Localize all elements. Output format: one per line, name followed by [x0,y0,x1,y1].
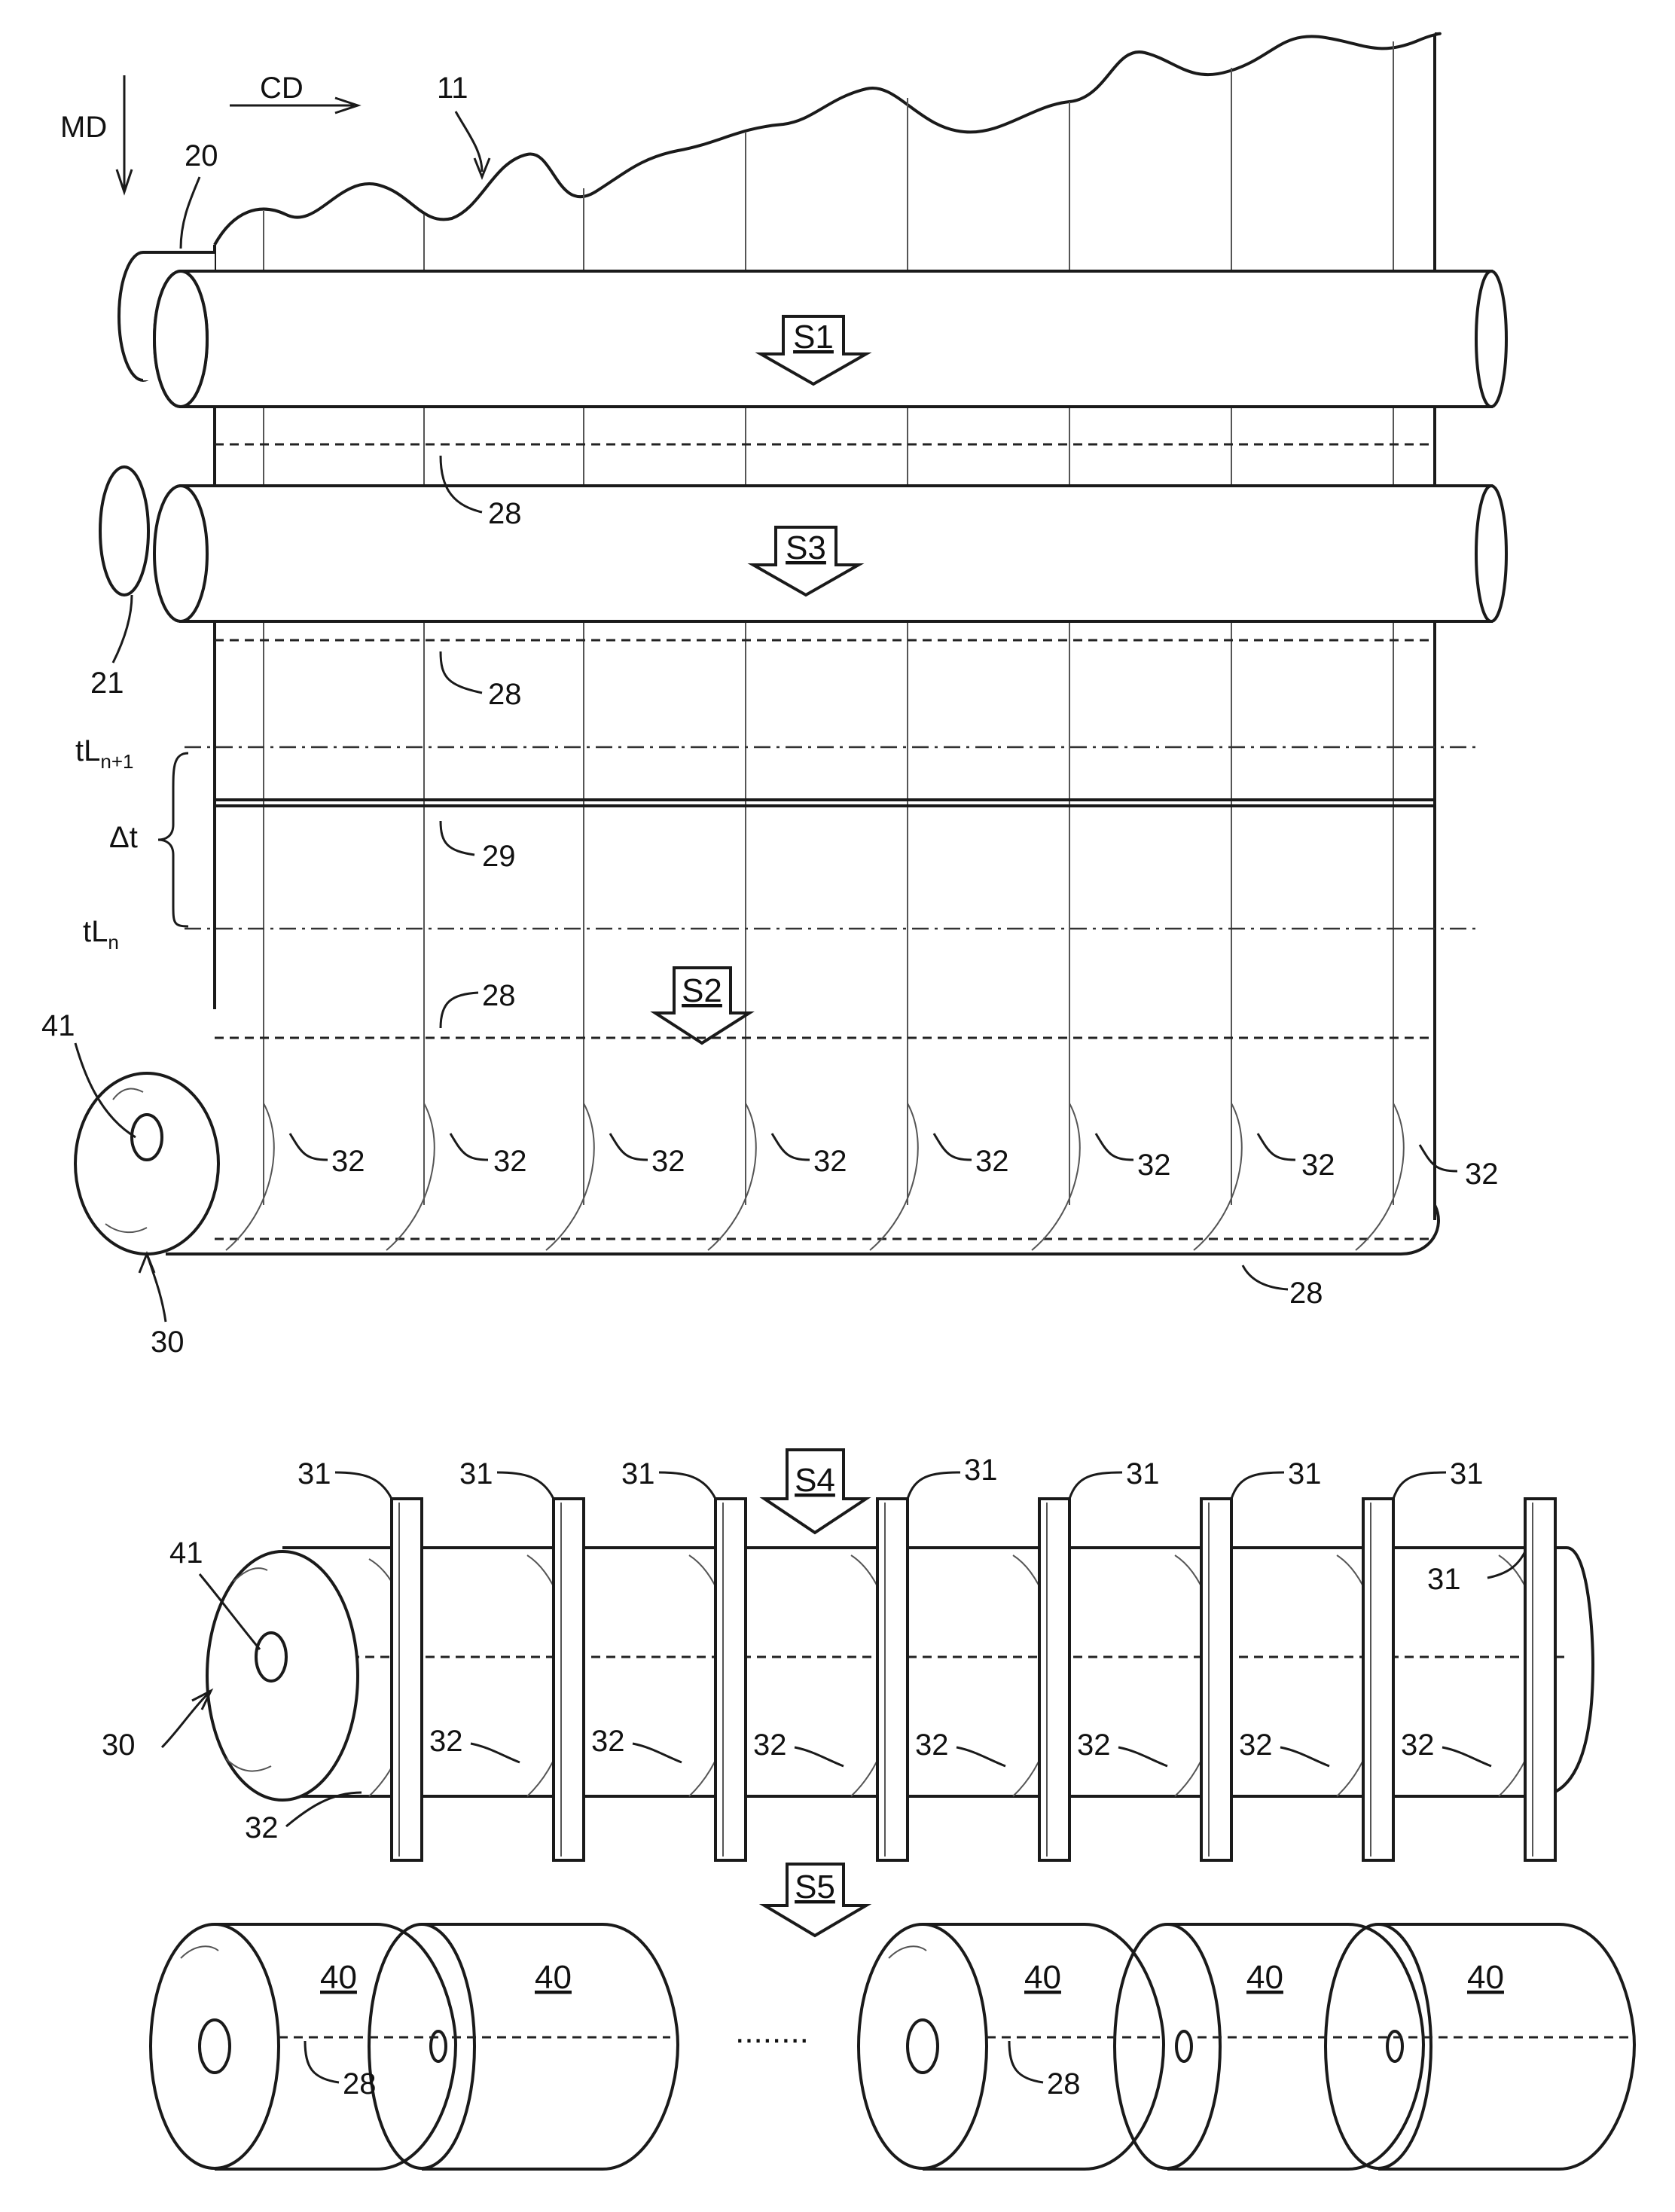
label-31-2: 31 [459,1457,493,1490]
saw-1 [392,1499,422,1860]
label-28-a: 28 [488,497,522,530]
saw-4 [877,1499,908,1860]
label-32-t2: 32 [493,1145,527,1178]
label-28-f: 28 [1047,2067,1081,2101]
cd-direction: CD [230,72,358,113]
saw-8 [1525,1499,1555,1860]
label-41-mid: 41 [169,1536,203,1570]
ellipsis: ........ [735,2013,809,2050]
step-s1-label: S1 [793,319,834,355]
arrow-s5: S5 [764,1864,866,1936]
label-20: 20 [185,139,218,172]
label-32-t7: 32 [1301,1149,1335,1182]
saw-5 [1039,1499,1069,1860]
step-s4-label: S4 [795,1462,835,1499]
label-32-m0: 32 [245,1811,279,1844]
tail-labels-top: 32 32 32 32 32 32 32 32 [290,1133,1499,1191]
label-32-m1: 32 [429,1725,463,1758]
log-30-top [75,1073,218,1254]
md-label: MD [60,111,107,144]
label-31-7: 31 [1450,1457,1484,1490]
delta-t-label: Δt [109,821,138,854]
saw-2 [554,1499,584,1860]
label-30-top: 30 [151,1326,185,1359]
web-sheet [166,34,1476,1254]
label-32-t1: 32 [331,1145,365,1178]
label-31-8: 31 [1427,1563,1461,1596]
label-28-b: 28 [488,678,522,711]
label-11: 11 [437,72,468,105]
saw-labels: 31 31 31 31 31 31 31 31 [297,1454,1525,1596]
label-28-c: 28 [482,979,516,1012]
arrow-s4: S4 [764,1450,866,1533]
label-32-m6: 32 [1239,1728,1273,1762]
label-21: 21 [90,667,124,700]
saws [392,1499,1555,1860]
t-now-label: tLn [83,915,119,953]
label-31-1: 31 [297,1457,331,1490]
label-40-1: 40 [320,1959,357,1996]
t-next-label: tLn+1 [75,734,133,773]
label-32-t8: 32 [1465,1158,1499,1191]
label-31-5: 31 [1126,1457,1160,1490]
label-40-2: 40 [535,1959,572,1996]
step-s2-label: S2 [682,972,722,1009]
label-28-e: 28 [343,2067,377,2101]
label-32-m7: 32 [1401,1728,1435,1762]
label-31-6: 31 [1288,1457,1322,1490]
label-32-m4: 32 [915,1728,949,1762]
label-31-4: 31 [964,1454,998,1487]
label-32-t4: 32 [813,1145,847,1178]
step-s3-label: S3 [786,529,826,566]
timing-annotation: tLn+1 tLn Δt [75,734,188,953]
saw-3 [715,1499,746,1860]
label-40-3: 40 [1024,1959,1061,1996]
step-s5-label: S5 [795,1869,835,1905]
arrow-s2: S2 [655,968,749,1043]
label-40-4: 40 [1246,1959,1283,1996]
tail-labels-mid: 32 32 32 32 32 32 32 32 [245,1725,1491,1844]
label-40-5: 40 [1467,1959,1504,1996]
label-41-top: 41 [41,1009,75,1042]
label-29: 29 [482,840,516,873]
saw-7 [1363,1499,1393,1860]
cd-label: CD [260,72,304,105]
saw-6 [1201,1499,1231,1860]
label-32-m5: 32 [1077,1728,1111,1762]
label-32-t3: 32 [651,1145,685,1178]
label-28-d: 28 [1289,1277,1323,1310]
label-32-m3: 32 [753,1728,787,1762]
md-direction: MD [60,75,132,192]
label-31-3: 31 [621,1457,655,1490]
label-32-t5: 32 [975,1145,1009,1178]
label-32-m2: 32 [591,1725,625,1758]
label-32-t6: 32 [1137,1149,1171,1182]
product-rolls [151,1924,1634,2169]
label-30-mid: 30 [102,1728,136,1762]
